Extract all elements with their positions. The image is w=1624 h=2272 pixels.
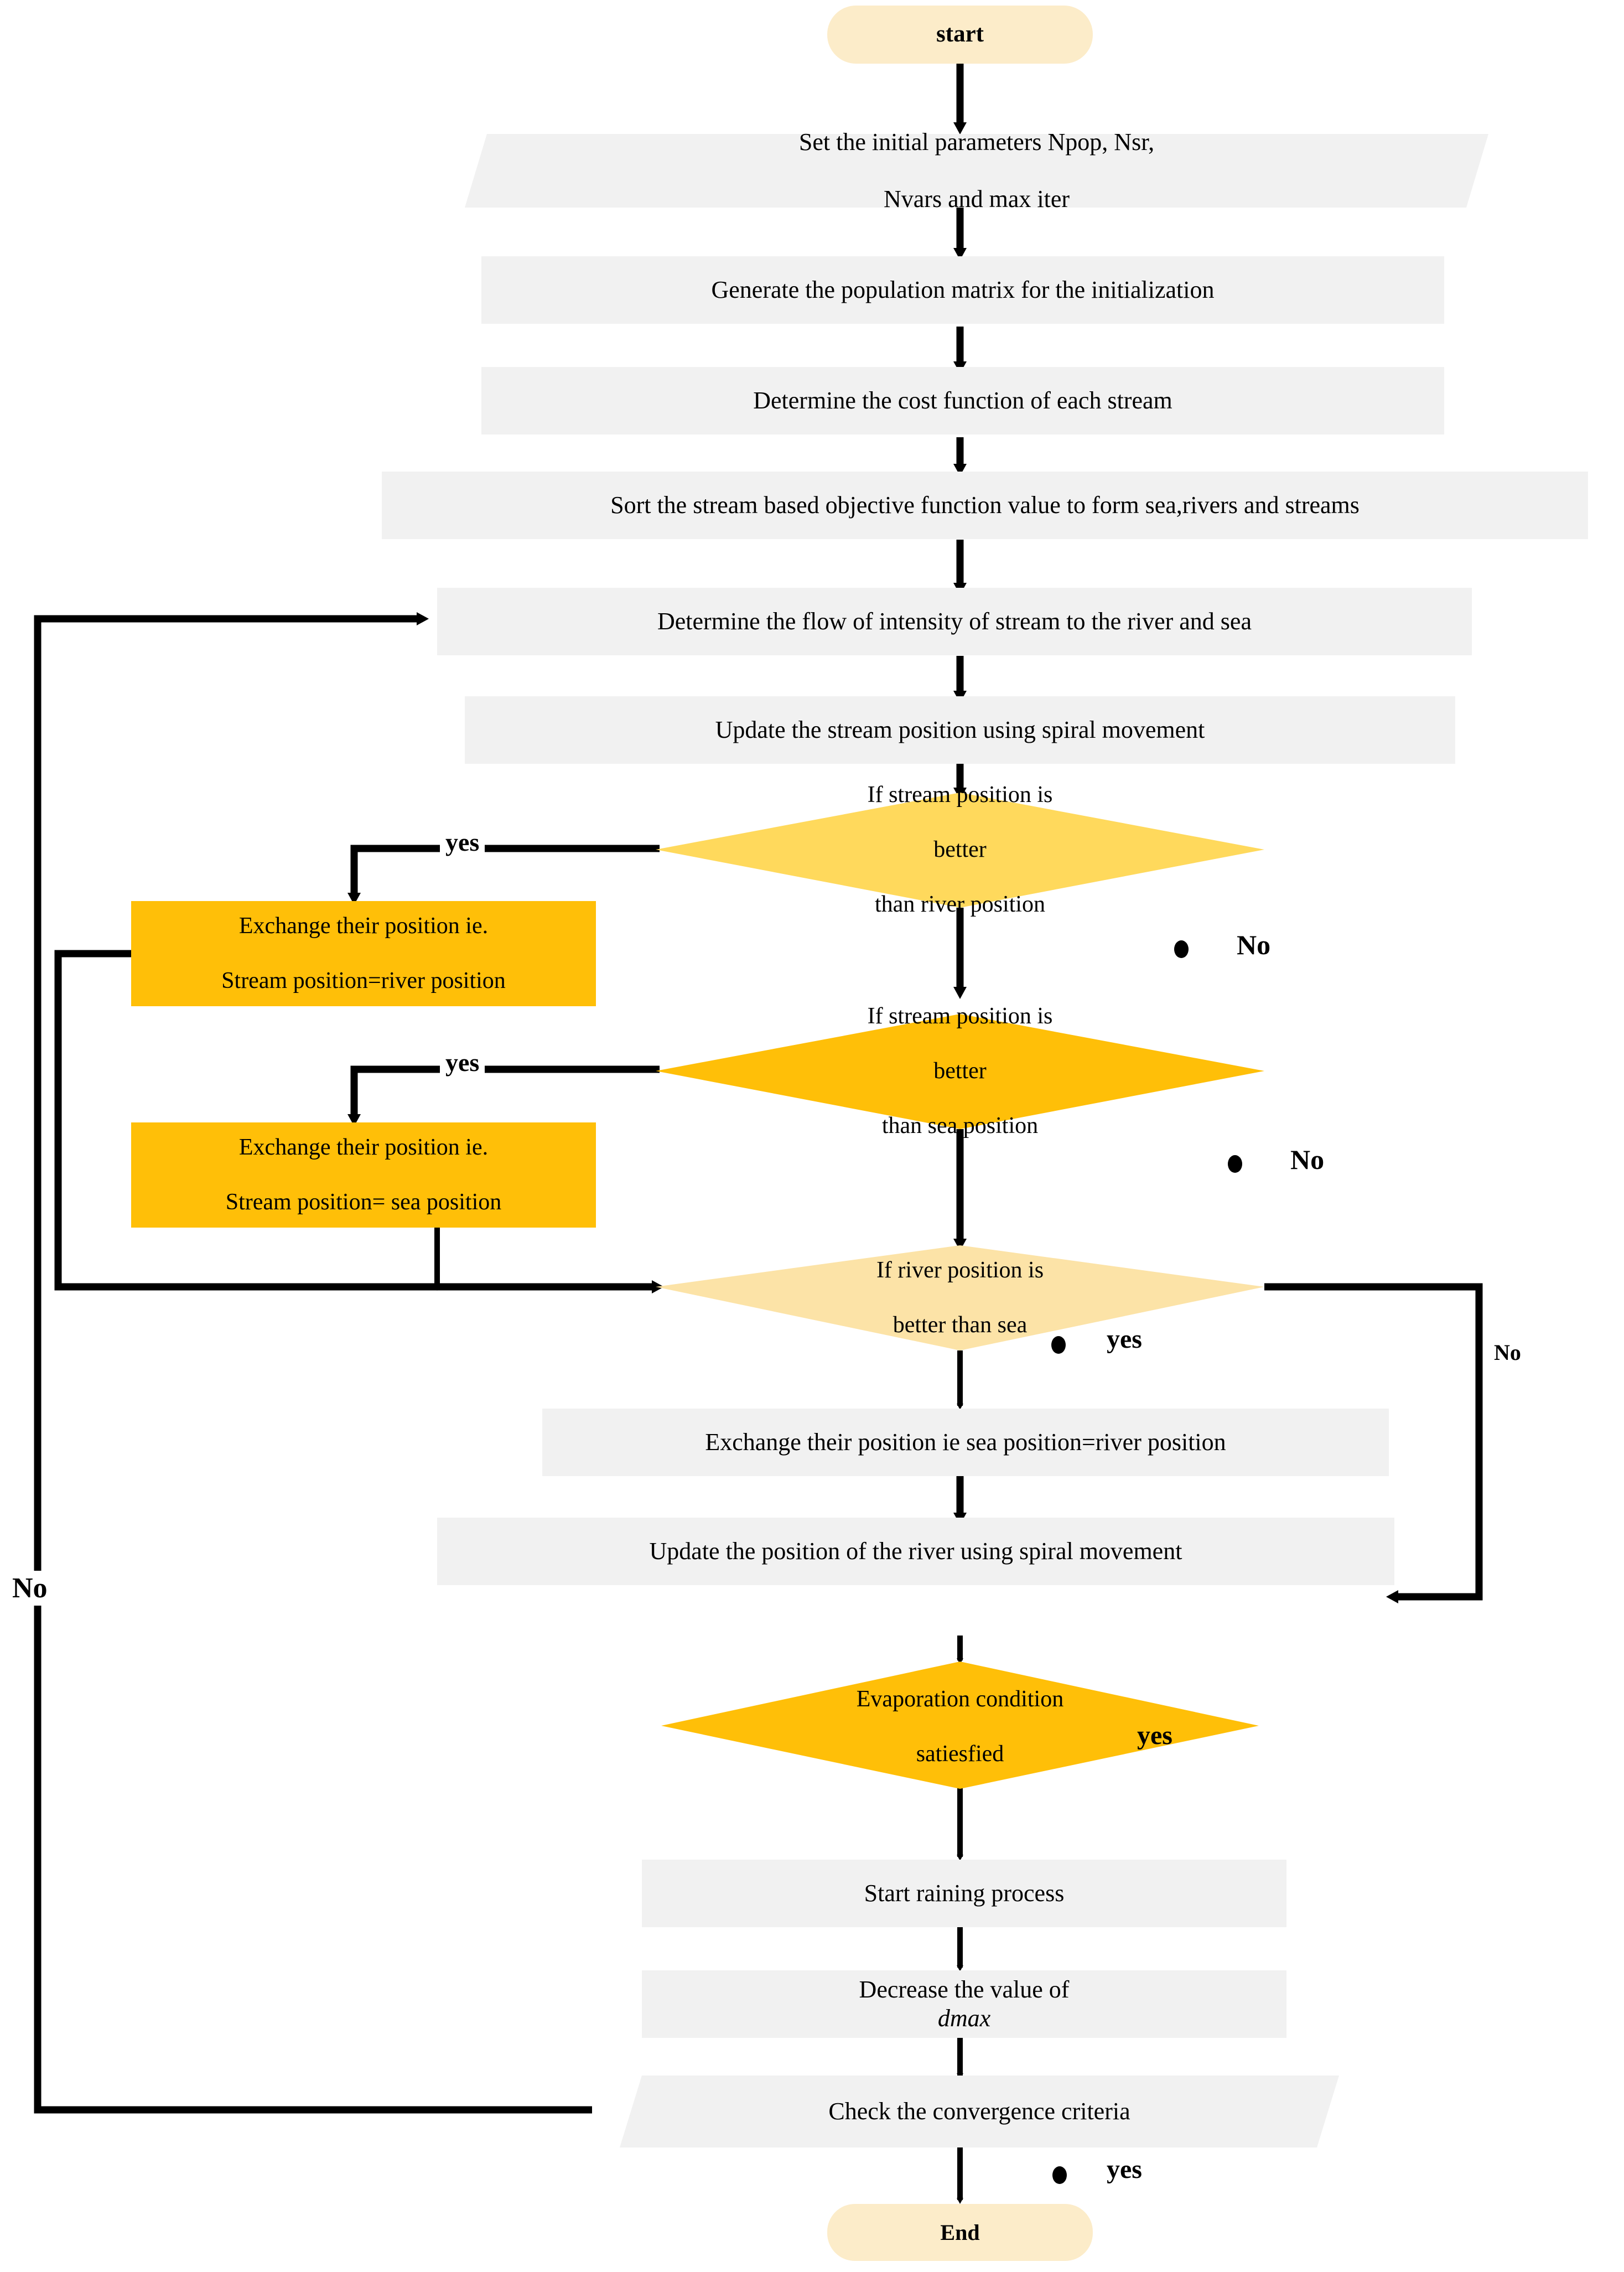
bullet-yes-convergence xyxy=(1052,2166,1067,2184)
generate-population-label: Generate the population matrix for the i… xyxy=(711,276,1215,304)
shape-decision-stream-river xyxy=(656,793,1264,908)
node-cost-function[interactable]: Determine the cost function of each stre… xyxy=(481,367,1444,434)
node-decrease-dmax[interactable]: Decrease the value of dmax xyxy=(642,1970,1286,2038)
node-decision-stream-vs-sea[interactable]: If stream position is better than sea po… xyxy=(739,1003,1181,1138)
node-set-params[interactable]: Set the initial parameters Npop, Nsr, Nv… xyxy=(476,128,1477,213)
cost-function-label: Determine the cost function of each stre… xyxy=(753,387,1172,415)
edge-label-no-river-sea: No xyxy=(1494,1340,1521,1365)
edge-label-yes-river-sea: yes xyxy=(1107,1324,1142,1354)
edge-label-no-stream-river: No xyxy=(1237,929,1271,960)
exchange-stream-river-line1: Exchange their position ie. xyxy=(238,913,489,939)
edge-label-yes-convergence: yes xyxy=(1107,2155,1142,2184)
bullet-no-stream-river xyxy=(1174,940,1189,958)
edge-label-yes-stream-sea: yes xyxy=(440,1048,485,1077)
exchange-stream-sea-line2: Stream position= sea position xyxy=(225,1189,502,1215)
node-start[interactable]: start xyxy=(827,6,1093,64)
node-exchange-stream-sea[interactable]: Exchange their position ie. Stream posit… xyxy=(131,1122,596,1228)
shape-update-river xyxy=(437,1518,1394,1585)
edge-label-yes-evaporation: yes xyxy=(1137,1721,1172,1750)
node-update-river[interactable]: Update the position of the river using s… xyxy=(437,1518,1394,1585)
exchange-stream-sea-line1: Exchange their position ie. xyxy=(238,1134,489,1160)
shape-update-stream xyxy=(465,696,1455,764)
decision-stream-sea-line3: than sea position xyxy=(881,1113,1039,1139)
shape-cost xyxy=(481,367,1444,434)
edge-convergence-no-loop xyxy=(34,612,592,2114)
node-decision-stream-vs-river[interactable]: If stream position is better than river … xyxy=(739,782,1181,917)
check-convergence-label: Check the convergence criteria xyxy=(828,2098,1130,2125)
edge-label-bullets xyxy=(1051,940,1242,2184)
shape-check-convergence xyxy=(620,2076,1339,2147)
sort-stream-label: Sort the stream based objective function… xyxy=(610,491,1360,519)
decision-stream-river-line3: than river position xyxy=(875,892,1045,918)
shape-decision-evaporation xyxy=(661,1662,1259,1789)
shape-start-raining xyxy=(642,1860,1286,1927)
node-flow-intensity[interactable]: Determine the flow of intensity of strea… xyxy=(437,588,1472,655)
edge-decision2-yes xyxy=(347,1065,660,1126)
start-raining-label: Start raining process xyxy=(864,1880,1065,1907)
bullet-yes-river-sea xyxy=(1051,1336,1066,1354)
decrease-dmax-variable: dmax xyxy=(937,2005,991,2032)
flow-intensity-label: Determine the flow of intensity of strea… xyxy=(657,608,1252,635)
shape-start xyxy=(827,6,1093,64)
node-check-convergence[interactable]: Check the convergence criteria xyxy=(620,2076,1339,2147)
node-decision-evaporation[interactable]: Evaporation condition satiesfied xyxy=(739,1677,1181,1777)
shape-generate xyxy=(481,256,1444,324)
edge-exchange1-to-decision3 xyxy=(54,950,664,1293)
edge-decision1-yes xyxy=(347,845,660,905)
exchange-sea-river-label: Exchange their position ie sea position=… xyxy=(705,1429,1226,1456)
decision-river-sea-line1: If river position is xyxy=(876,1257,1044,1283)
edge-decision3-no xyxy=(1264,1283,1483,1603)
shape-sort xyxy=(382,472,1588,539)
shape-exchange-stream-sea xyxy=(131,1122,596,1228)
shape-exchange-stream-river xyxy=(131,901,596,1006)
node-sort-stream[interactable]: Sort the stream based objective function… xyxy=(382,472,1588,539)
node-exchange-stream-river[interactable]: Exchange their position ie. Stream posit… xyxy=(131,901,596,1006)
set-params-line1: Set the initial parameters Npop, Nsr, xyxy=(798,128,1155,156)
node-generate-population[interactable]: Generate the population matrix for the i… xyxy=(481,256,1444,324)
decision-stream-river-line1: If stream position is xyxy=(867,782,1053,808)
shape-flow xyxy=(437,588,1472,655)
shape-decision-stream-sea xyxy=(656,1014,1264,1129)
edge-label-no-stream-sea: No xyxy=(1290,1144,1325,1175)
update-stream-label: Update the stream position using spiral … xyxy=(715,716,1205,744)
shape-set-params xyxy=(465,134,1488,208)
end-label: End xyxy=(940,2219,980,2245)
node-end[interactable]: End xyxy=(827,2204,1093,2261)
shape-end xyxy=(827,2204,1093,2261)
set-params-line2: Nvars and max iter xyxy=(884,185,1070,213)
decrease-dmax-prefix: Decrease the value of xyxy=(859,1976,1070,2004)
decision-stream-river-line2: better xyxy=(933,837,987,863)
edge-label-yes-stream-river: yes xyxy=(440,827,485,857)
decision-evaporation-line2: satiesfied xyxy=(916,1741,1004,1767)
node-exchange-sea-river[interactable]: Exchange their position ie sea position=… xyxy=(542,1409,1389,1476)
decision-stream-sea-line2: better xyxy=(933,1058,987,1084)
node-update-stream[interactable]: Update the stream position using spiral … xyxy=(465,696,1455,764)
decision-evaporation-line1: Evaporation condition xyxy=(856,1686,1064,1712)
exchange-stream-river-line2: Stream position=river position xyxy=(221,967,506,993)
decision-river-sea-line2: better than sea xyxy=(893,1312,1028,1338)
shape-decrease-dmax xyxy=(642,1970,1286,2038)
node-start-raining[interactable]: Start raining process xyxy=(642,1860,1286,1927)
node-decision-river-vs-sea[interactable]: If river position is better than sea xyxy=(739,1245,1181,1350)
decision-stream-sea-line1: If stream position is xyxy=(867,1003,1053,1029)
shape-decision-river-sea xyxy=(656,1245,1264,1350)
update-river-label: Update the position of the river using s… xyxy=(649,1538,1182,1565)
shape-exchange-sea-river xyxy=(542,1409,1389,1476)
start-label: start xyxy=(936,21,984,48)
bullet-no-stream-sea xyxy=(1228,1155,1242,1173)
edge-label-no-convergence: No xyxy=(10,1571,50,1606)
